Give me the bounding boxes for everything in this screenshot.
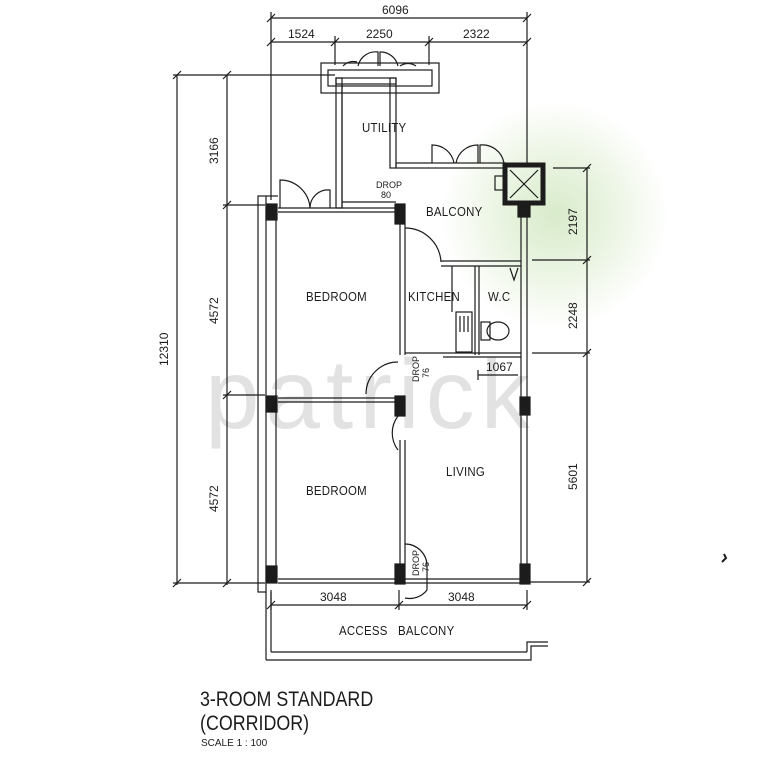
- dim-right-2: 2248: [566, 302, 580, 329]
- drop-kitchen-label: DROP: [411, 355, 421, 382]
- utility-room-walls: [320, 51, 440, 209]
- dim-top-3: 2322: [463, 27, 490, 41]
- left-dimension-lines: [172, 70, 335, 588]
- kitchen-wc-walls: [405, 260, 521, 380]
- room-label-kitchen: KITCHEN: [408, 289, 461, 304]
- dim-wc-width: 1067: [486, 360, 513, 374]
- access-balcony-outline: [265, 592, 548, 661]
- drop-utility-value: 80: [381, 190, 392, 200]
- right-dimension-lines: [530, 163, 592, 587]
- room-label-living: LIVING: [446, 464, 486, 479]
- room-label-bedroom-1: BEDROOM: [306, 289, 367, 304]
- plan-title-line-2: (CORRIDOR): [200, 712, 310, 735]
- dim-top-1: 1524: [288, 27, 315, 41]
- dim-right-1: 2197: [566, 208, 580, 235]
- dim-top-total: 6096: [382, 3, 409, 17]
- room-label-utility: UTILITY: [362, 120, 407, 135]
- plan-title: 3-ROOM STANDARD (CORRIDOR): [200, 688, 373, 736]
- dim-top-2: 2250: [366, 27, 393, 41]
- stray-mark: [721, 553, 728, 563]
- drop-entrance-value: 76: [421, 561, 431, 572]
- dim-left-3: 4572: [207, 485, 221, 512]
- room-label-wc: W.C: [488, 289, 511, 304]
- room-label-access-balcony: ACCESS BALCONY: [339, 623, 455, 638]
- room-label-bedroom-2: BEDROOM: [306, 483, 367, 498]
- dim-left-total: 12310: [157, 332, 171, 366]
- drop-entrance-label: DROP: [411, 549, 421, 576]
- top-dimension-lines: [266, 12, 532, 200]
- dim-bottom-1: 3048: [320, 590, 347, 604]
- room-label-balcony: BALCONY: [426, 204, 483, 219]
- drop-utility-label: DROP: [376, 180, 403, 190]
- bedroom-walls: [257, 179, 531, 600]
- dim-bottom-2: 3048: [448, 590, 475, 604]
- dim-left-2: 4572: [207, 297, 221, 324]
- drop-kitchen-value: 76: [421, 367, 431, 378]
- plan-title-line-1: 3-ROOM STANDARD: [200, 688, 374, 711]
- green-tint-highlight: [440, 100, 670, 330]
- plan-scale: SCALE 1 : 100: [201, 738, 268, 749]
- dim-right-3: 5601: [566, 463, 580, 490]
- dim-left-1: 3166: [207, 137, 221, 164]
- watermark-text: patrick: [205, 339, 536, 449]
- bottom-dimension-lines: [266, 590, 532, 610]
